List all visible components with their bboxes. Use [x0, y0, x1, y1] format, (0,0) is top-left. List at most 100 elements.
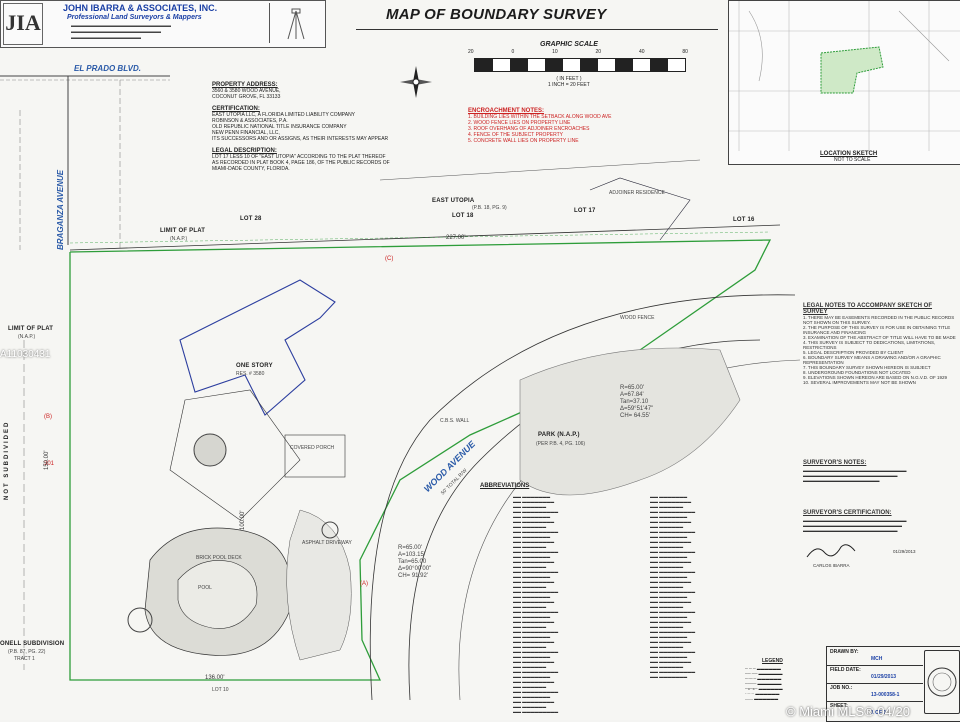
surveyor-notes-block: SURVEYOR'S NOTES: ▬▬▬▬▬▬▬▬▬▬▬▬▬▬▬▬▬▬▬▬▬▬…: [803, 460, 907, 483]
house-ref: RES. # 3580: [236, 371, 265, 377]
plat-adjoiner: ADJOINER RESIDENCE: [609, 190, 665, 196]
legend-items: ─ ─ ─ ▬▬▬▬▬▬── ── ▬▬▬▬▬▬─·─·─ ▬▬▬▬▬▬────…: [745, 666, 783, 701]
scale-tick: 20: [595, 49, 602, 55]
curve-arc: A=103.15': [398, 552, 426, 558]
curve-radius: R=65.00': [398, 545, 422, 551]
dim-west: 150.00': [44, 450, 50, 471]
legal-note: 4. THIS SURVEY IS SUBJECT TO DEDICATIONS…: [803, 340, 936, 350]
subdivision-ref: (P.B. 87, PG. 22): [8, 649, 46, 655]
certification-line: NEW PENN FINANCIAL, LLC,: [212, 130, 280, 136]
location-sketch-map: [729, 1, 960, 151]
encroachment-line: 3. ROOF OVERHANG OF ADJOINER ENCROACHES: [468, 126, 590, 132]
encroachment-line: 2. WOOD FENCE LIES ON PROPERTY LINE: [468, 120, 571, 126]
street-el-prado: EL PRADO BLVD.: [74, 64, 141, 73]
title-rule: [356, 29, 718, 30]
legal-note: 3. EXAMINATION OF THE ABSTRACT OF TITLE …: [803, 335, 956, 340]
legal-notes-heading: LEGAL NOTES TO ACCOMPANY SKETCH OF SURVE…: [803, 303, 933, 315]
scale-tick: 0: [511, 49, 515, 55]
curve-delta: Δ=90°00'00": [398, 566, 432, 572]
abbreviations-list: ▬▬ ▬▬▬▬▬▬▬▬▬ ▬▬▬▬▬▬▬▬▬▬ ▬▬▬▬▬▬▬▬ ▬▬▬▬▬▬▬…: [513, 494, 559, 714]
surveyor-figure-icon: [269, 3, 322, 43]
graphic-scale-footer: ( IN FEET ) 1 INCH = 20 FEET: [548, 76, 590, 88]
scale-unit: ( IN FEET ): [556, 76, 582, 82]
certification-line: ITS SUCCESSORS AND OR ASSIGNS, AS THEIR …: [212, 136, 389, 142]
tb-label: DRAWN BY:: [830, 649, 859, 655]
surveyors-cert-heading: SURVEYOR'S CERTIFICATION:: [803, 510, 892, 516]
curve-delta: Δ=59°51'47": [620, 406, 654, 412]
curve-chord: CH= 64.55': [620, 413, 650, 419]
tb-field-date: FIELD DATE: 01/29/2013: [827, 665, 923, 684]
scale-tick: 80: [682, 49, 688, 55]
cert-date: 01/29/2013: [893, 549, 916, 554]
tb-value: 13-000358-1: [871, 692, 900, 698]
scale-tick: 20: [468, 49, 474, 55]
curve-tangent: Tan=65.00: [398, 559, 427, 565]
firm-name: JOHN IBARRA & ASSOCIATES, INC.: [63, 3, 218, 13]
property-address-line: COCONUT GROVE, FL 33133: [212, 94, 281, 100]
location-sketch-caption: LOCATION SKETCH: [820, 151, 878, 157]
encroachment-heading: ENCROACHMENT NOTES:: [468, 108, 544, 114]
north-arrow-icon: [398, 64, 434, 100]
pool-label: POOL: [198, 585, 212, 591]
tb-label: FIELD DATE:: [830, 667, 861, 673]
pool-deck-label: BRICK POOL DECK: [196, 555, 242, 561]
certification-line: OLD REPUBLIC NATIONAL TITLE INSURANCE CO…: [212, 124, 347, 130]
driveway-label: ASPHALT DRIVEWAY: [302, 540, 352, 546]
legal-note: 5. LEGAL DESCRIPTION PROVIDED BY CLIENT: [803, 350, 904, 355]
svg-text:(A): (A): [360, 581, 368, 587]
legal-note: 8. UNDERGROUND FOUNDATIONS NOT LOCATED: [803, 370, 911, 375]
not-subdivided: NOT SUBDIVIDED: [4, 420, 10, 500]
subdivision-tract: TRACT 1: [14, 656, 35, 662]
legal-note: 9. ELEVATIONS SHOWN HEREON ARE BASED ON …: [803, 375, 947, 380]
svg-text:301: 301: [44, 461, 55, 467]
curve-data-1: R=65.00' A=67.84' Tan=37.10 Δ=59°51'47" …: [620, 385, 653, 420]
certification-line: ROBINSON & ASSOCIATES, P.A.: [212, 118, 288, 124]
legend-heading: LEGEND: [762, 658, 783, 664]
scale-ratio: 1 INCH = 20 FEET: [548, 82, 590, 88]
encroachment-notes: ENCROACHMENT NOTES: 1. BUILDING LIES WIT…: [468, 108, 718, 144]
tb-label: SHEET:: [830, 703, 848, 709]
legal-note: 10. SEVERAL IMPROVEMENTS MAY NOT BE SHOW…: [803, 380, 916, 385]
house-label: ONE STORY: [236, 363, 273, 369]
legal-description-line: LOT 17 LESS 10 OF "EAST UTOPIA" ACCORDIN…: [212, 154, 386, 160]
property-address-line: 3560 & 3580 WOOD AVENUE,: [212, 88, 281, 94]
legal-note: 2. THE PURPOSE OF THIS SURVEY IS FOR USE…: [803, 325, 951, 335]
firm-subtitle: Professional Land Surveyors & Mappers: [67, 14, 202, 21]
tb-sheet: SHEET: 1 OF 1: [827, 701, 923, 719]
plat-lot-18: LOT 18: [452, 213, 474, 219]
legal-description-heading: LEGAL DESCRIPTION:: [212, 148, 277, 154]
legal-note: 6. BOUNDARY SURVEY MEANS A DRAWING AND/O…: [803, 355, 941, 365]
tb-value: 01/29/2013: [871, 674, 897, 680]
porch-label: COVERED PORCH: [290, 445, 335, 451]
legal-note: 7. THIS BOUNDARY SURVEY SHOWN HEREON IS …: [803, 365, 931, 370]
graphic-scale-bar: [474, 58, 686, 72]
tb-value: MCH: [871, 656, 883, 662]
park-label: PARK (N.A.P.): [538, 432, 580, 438]
curve-tangent: Tan=37.10: [620, 399, 649, 405]
curve-data-2: R=65.00' A=103.15' Tan=65.00 Δ=90°00'00"…: [398, 545, 431, 580]
curve-arc: A=67.84': [620, 392, 644, 398]
abbreviations-list-2: ▬▬ ▬▬▬▬▬▬▬▬▬ ▬▬▬▬▬▬▬▬▬▬ ▬▬▬▬▬▬▬▬ ▬▬▬▬▬▬▬…: [650, 494, 696, 679]
street-braganza: BRAGANZA AVENUE: [56, 169, 65, 250]
legal-notes-block: LEGAL NOTES TO ACCOMPANY SKETCH OF SURVE…: [803, 303, 957, 385]
property-address-heading: PROPERTY ADDRESS:: [212, 82, 278, 88]
firm-logo: JIA: [3, 3, 43, 45]
surveyor-seal-icon: [924, 650, 960, 714]
plat-lot-28: LOT 28: [240, 216, 262, 222]
firm-address-lines: ▬▬▬▬▬▬▬▬▬▬▬▬▬▬▬▬▬▬▬▬▬▬▬▬▬▬▬▬▬▬▬▬▬▬▬▬▬▬▬▬…: [71, 23, 171, 41]
subdivision-label: ONELL SUBDIVISION: [0, 641, 65, 647]
tb-value: 1 OF 1: [871, 710, 887, 716]
limit-of-plat-left-nap: (N.A.P.): [18, 334, 36, 340]
dim-interior: 100.00': [240, 510, 246, 531]
scale-tick: 10: [552, 49, 558, 55]
limit-of-plat-top: LIMIT OF PLAT: [160, 228, 206, 234]
plat-lot-17: LOT 17: [574, 208, 596, 214]
wood-fence-label: WOOD FENCE: [620, 315, 655, 321]
legal-description-line: MIAMI-DADE COUNTY, FLORIDA.: [212, 166, 290, 172]
location-sketch: [728, 0, 960, 165]
graphic-scale-title: GRAPHIC SCALE: [540, 41, 598, 48]
mls-watermark: © Miami MLS® 04/20: [786, 704, 910, 719]
encroachment-line: 5. CONCRETE WALL LIES ON PROPERTY LINE: [468, 138, 579, 144]
plat-lot-16: LOT 16: [733, 217, 755, 223]
